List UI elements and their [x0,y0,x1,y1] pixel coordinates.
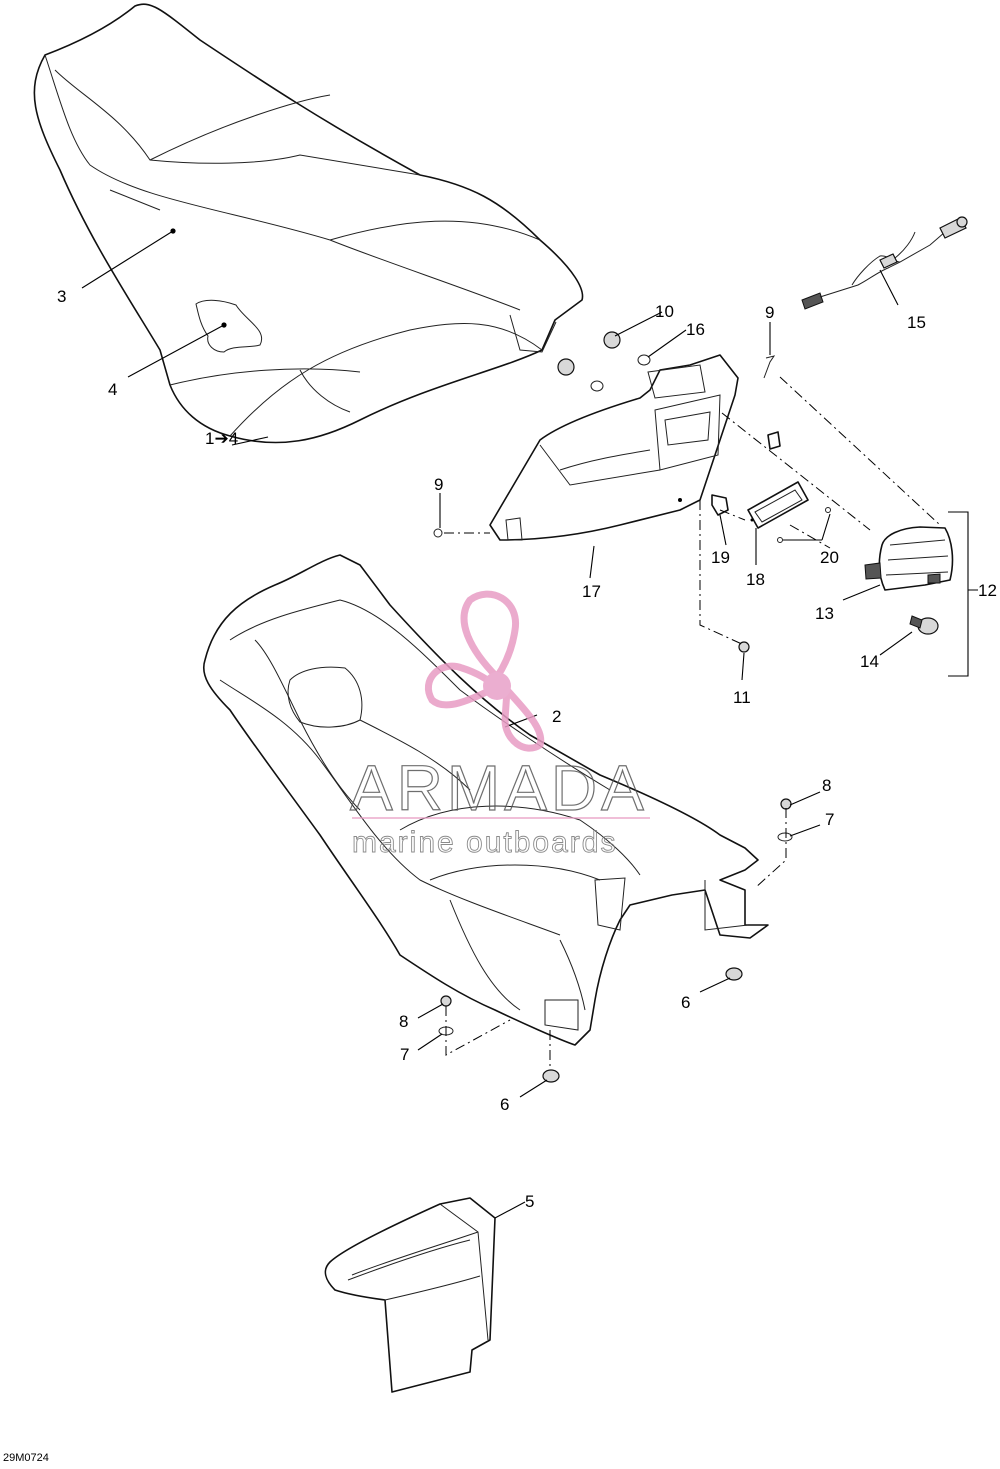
callout-17: 17 [582,582,601,601]
callout-6-right: 6 [681,993,690,1012]
callout-10: 10 [655,302,674,321]
callout-4: 4 [108,380,117,399]
fasteners [433,331,831,1083]
callout-8-left: 8 [399,1012,408,1031]
callout-5: 5 [525,1192,534,1211]
tub-part [203,554,769,1046]
callout-9-top: 9 [765,303,774,322]
leader-lines [81,230,978,1219]
cover-part [324,1197,496,1393]
watermark: ARMADA marine outboards [349,590,650,859]
propeller-logo-icon [424,590,545,752]
callout-2: 2 [552,707,561,726]
callout-12: 12 [978,581,997,600]
watermark-brand: ARMADA [350,752,648,824]
callout-11: 11 [733,688,751,707]
callout-15: 15 [907,313,926,332]
diagram-reference-code: 29M0724 [3,1452,49,1464]
callout-18: 18 [746,570,765,589]
callout-13: 13 [815,604,834,623]
callout-16: 16 [686,320,705,339]
wiring-harness-part [801,216,968,310]
tail-light-part [864,526,954,591]
bulb-part [909,615,939,635]
callout-9-left: 9 [434,475,443,494]
callouts: 1➔4 2 3 4 5 6 6 7 7 8 8 9 9 10 11 12 13 … [57,287,997,1211]
callout-20: 20 [820,548,839,567]
callout-6-left: 6 [500,1095,509,1114]
callout-19: 19 [711,548,730,567]
light-support-part [489,354,739,541]
assembly-lines [444,376,941,1070]
callout-3: 3 [57,287,66,306]
callout-1-4: 1➔4 [205,429,238,448]
bracket-part [711,494,729,516]
watermark-tagline: marine outboards [352,826,617,859]
small-clip-part [767,431,781,450]
callout-14: 14 [860,652,879,671]
seat-part [33,3,584,444]
callout-7-right: 7 [825,810,834,829]
callout-7-left: 7 [400,1045,409,1064]
callout-8-right: 8 [822,776,831,795]
plate-holder-part [747,481,809,529]
